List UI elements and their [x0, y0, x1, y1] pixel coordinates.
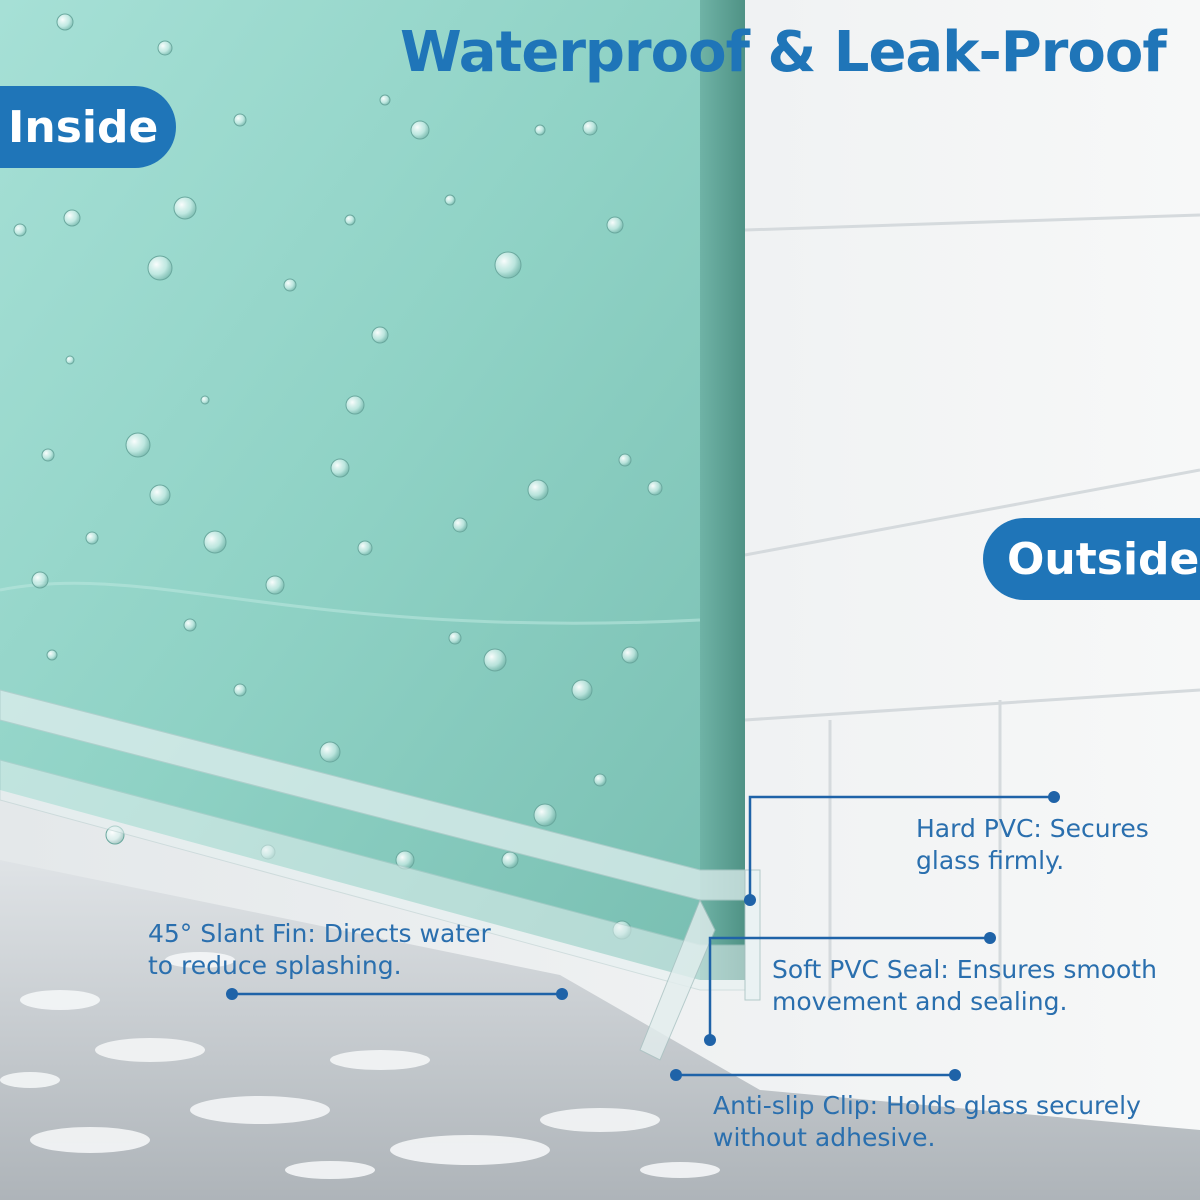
callout-hard-pvc: Hard PVC: Secures glass firmly.	[916, 813, 1149, 877]
outside-label: Outside	[983, 518, 1200, 600]
callout-hard-pvc-line2: glass firmly.	[916, 846, 1065, 875]
callout-soft-seal-line2: movement and sealing.	[772, 987, 1068, 1016]
callout-soft-seal-line1: Soft PVC Seal: Ensures smooth	[772, 955, 1157, 984]
inside-label-text: Inside	[8, 101, 159, 153]
floor-water-splashes	[0, 952, 720, 1179]
glass-edge	[700, 0, 745, 980]
callout-dots	[226, 791, 1060, 1081]
inside-label: Inside	[0, 86, 176, 168]
callout-slant-fin-line2: to reduce splashing.	[148, 951, 402, 980]
callout-hard-pvc-line1: Hard PVC: Secures	[916, 814, 1149, 843]
page-title: Waterproof & Leak-Proof	[400, 20, 1167, 85]
sweep-seal	[0, 689, 761, 1061]
wall-tiles	[744, 213, 1200, 1000]
water-droplets	[13, 13, 663, 940]
callout-anti-slip-clip: Anti-slip Clip: Holds glass securely wit…	[713, 1090, 1141, 1154]
callout-clip-line1: Anti-slip Clip: Holds glass securely	[713, 1091, 1141, 1120]
callout-slant-fin: 45° Slant Fin: Directs water to reduce s…	[148, 918, 491, 982]
callout-slant-fin-line1: 45° Slant Fin: Directs water	[148, 919, 491, 948]
outside-label-text: Outside	[1007, 533, 1200, 585]
callout-soft-seal: Soft PVC Seal: Ensures smooth movement a…	[772, 954, 1157, 1018]
callout-clip-line2: without adhesive.	[713, 1123, 936, 1152]
callout-lines	[232, 795, 1054, 1077]
